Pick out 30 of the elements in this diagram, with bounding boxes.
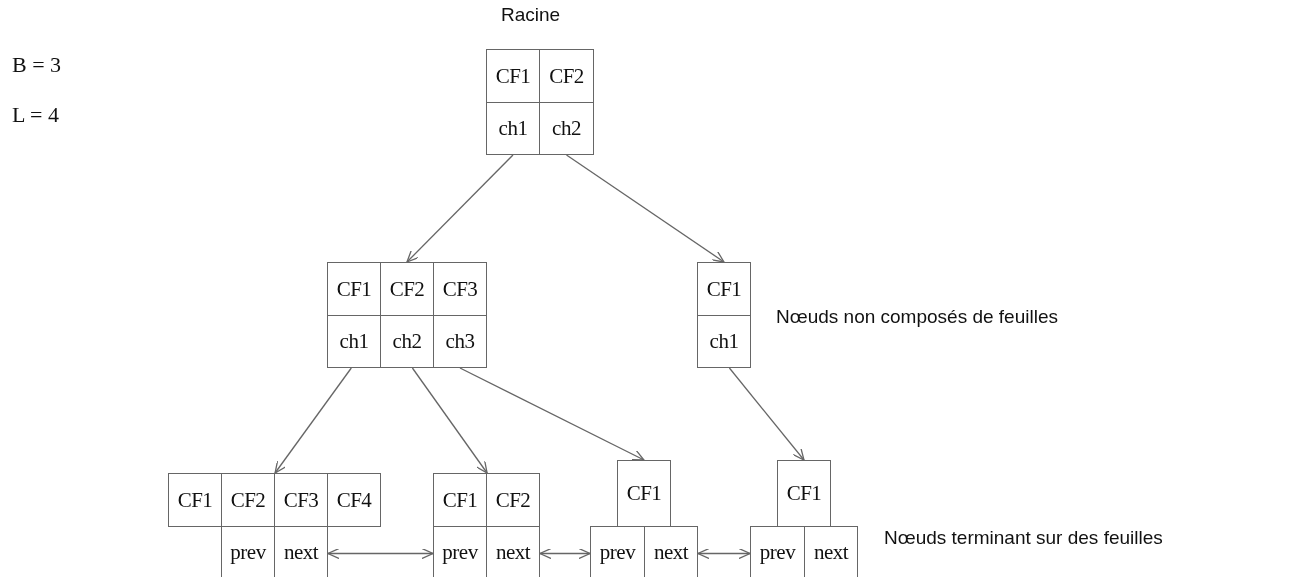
table-cell: CF2 xyxy=(486,473,540,527)
table-cell: CF1 xyxy=(777,460,831,527)
table-cell: ch1 xyxy=(697,315,751,368)
arrow xyxy=(274,367,352,474)
arrow xyxy=(728,367,805,461)
parameter-label: L = 4 xyxy=(12,102,60,128)
arrow xyxy=(406,154,514,263)
table-cell: CF4 xyxy=(327,473,381,527)
level-label: Nœuds non composés de feuilles xyxy=(776,306,1058,328)
table-cell: ch2 xyxy=(539,102,594,155)
table-cell: CF1 xyxy=(697,262,751,316)
level-label: Nœuds terminant sur des feuilles xyxy=(884,527,1163,549)
arrow xyxy=(565,154,725,263)
arrow xyxy=(459,367,645,461)
arrow xyxy=(411,367,488,474)
table-cell: CF2 xyxy=(539,49,594,103)
table-cell: CF1 xyxy=(433,473,487,527)
table-cell: ch1 xyxy=(486,102,540,155)
root-label: Racine xyxy=(501,4,561,26)
table-cell: ch3 xyxy=(433,315,487,368)
table-cell: CF1 xyxy=(168,473,222,527)
double-arrow xyxy=(327,547,434,560)
table-cell: CF3 xyxy=(433,262,487,316)
table-cell: CF1 xyxy=(617,460,671,527)
parameter-label: B = 3 xyxy=(12,52,62,78)
table-cell: ch1 xyxy=(327,315,381,368)
table-cell: CF1 xyxy=(486,49,540,103)
double-arrow xyxy=(697,547,751,560)
double-arrow xyxy=(539,547,591,560)
table-cell: CF1 xyxy=(327,262,381,316)
